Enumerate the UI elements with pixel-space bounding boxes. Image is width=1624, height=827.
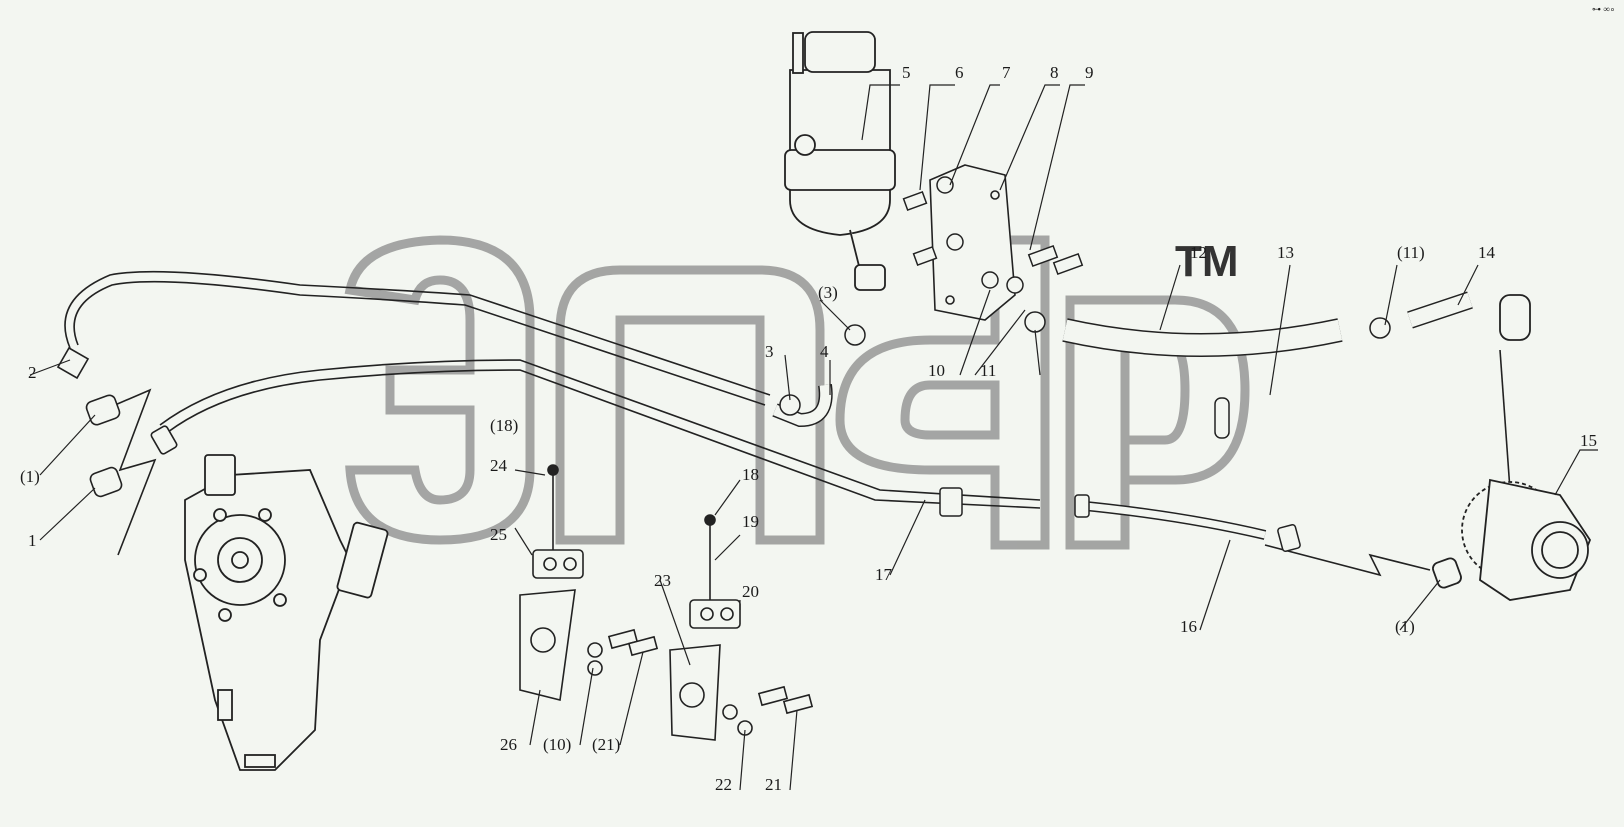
callout-9: 9 xyxy=(1085,63,1094,82)
trademark-symbol: TM xyxy=(1175,237,1239,286)
callout-13: 13 xyxy=(1277,243,1294,262)
callout-21-paren: (21) xyxy=(592,735,620,754)
callout-6: 6 xyxy=(955,63,964,82)
callout-18-paren: (18) xyxy=(490,416,518,435)
callout-2: 2 xyxy=(28,363,37,382)
callout-25: 25 xyxy=(490,525,507,544)
callout-3-paren: (3) xyxy=(818,283,838,302)
callout-11-paren: (11) xyxy=(1397,243,1425,262)
bolts-and-nuts xyxy=(779,176,1391,552)
callout-16: 16 xyxy=(1180,617,1197,636)
callout-3: 3 xyxy=(765,342,774,361)
callout-1: 1 xyxy=(28,531,37,550)
callout-1-paren-left: (1) xyxy=(20,467,40,486)
callout-22: 22 xyxy=(715,775,732,794)
callout-19: 19 xyxy=(742,512,759,531)
corner-mark: ⊶ ∞∘ xyxy=(1592,4,1615,14)
power-steering-pump xyxy=(1432,294,1592,601)
callout-23: 23 xyxy=(654,571,671,590)
callout-26: 26 xyxy=(500,735,517,754)
reservoir-tank xyxy=(784,31,896,291)
watermark-logo xyxy=(344,235,1250,550)
pipe-clamp-brackets xyxy=(519,464,814,741)
callout-10: 10 xyxy=(928,361,945,380)
leader-lines xyxy=(29,84,1598,791)
callout-18: 18 xyxy=(742,465,759,484)
callout-11: 11 xyxy=(980,361,996,380)
callout-7: 7 xyxy=(1002,63,1011,82)
pipe-lines xyxy=(64,270,1511,577)
callout-10-paren: (10) xyxy=(543,735,571,754)
callout-15: 15 xyxy=(1580,431,1597,450)
callout-20: 20 xyxy=(742,582,759,601)
callout-4: 4 xyxy=(820,342,829,361)
callout-14: 14 xyxy=(1478,243,1496,262)
callout-labels: 5 6 7 8 9 (3) 3 4 10 11 12 13 (11) 14 15… xyxy=(20,4,1615,794)
callout-8: 8 xyxy=(1050,63,1059,82)
fittings-left xyxy=(56,346,178,498)
callout-5: 5 xyxy=(902,63,911,82)
callout-17: 17 xyxy=(875,565,893,584)
callout-21: 21 xyxy=(765,775,782,794)
callout-1-paren-right: (1) xyxy=(1395,617,1415,636)
callout-24: 24 xyxy=(490,456,508,475)
steering-gear-box xyxy=(184,454,389,771)
callout-12: 12 xyxy=(1190,243,1207,262)
